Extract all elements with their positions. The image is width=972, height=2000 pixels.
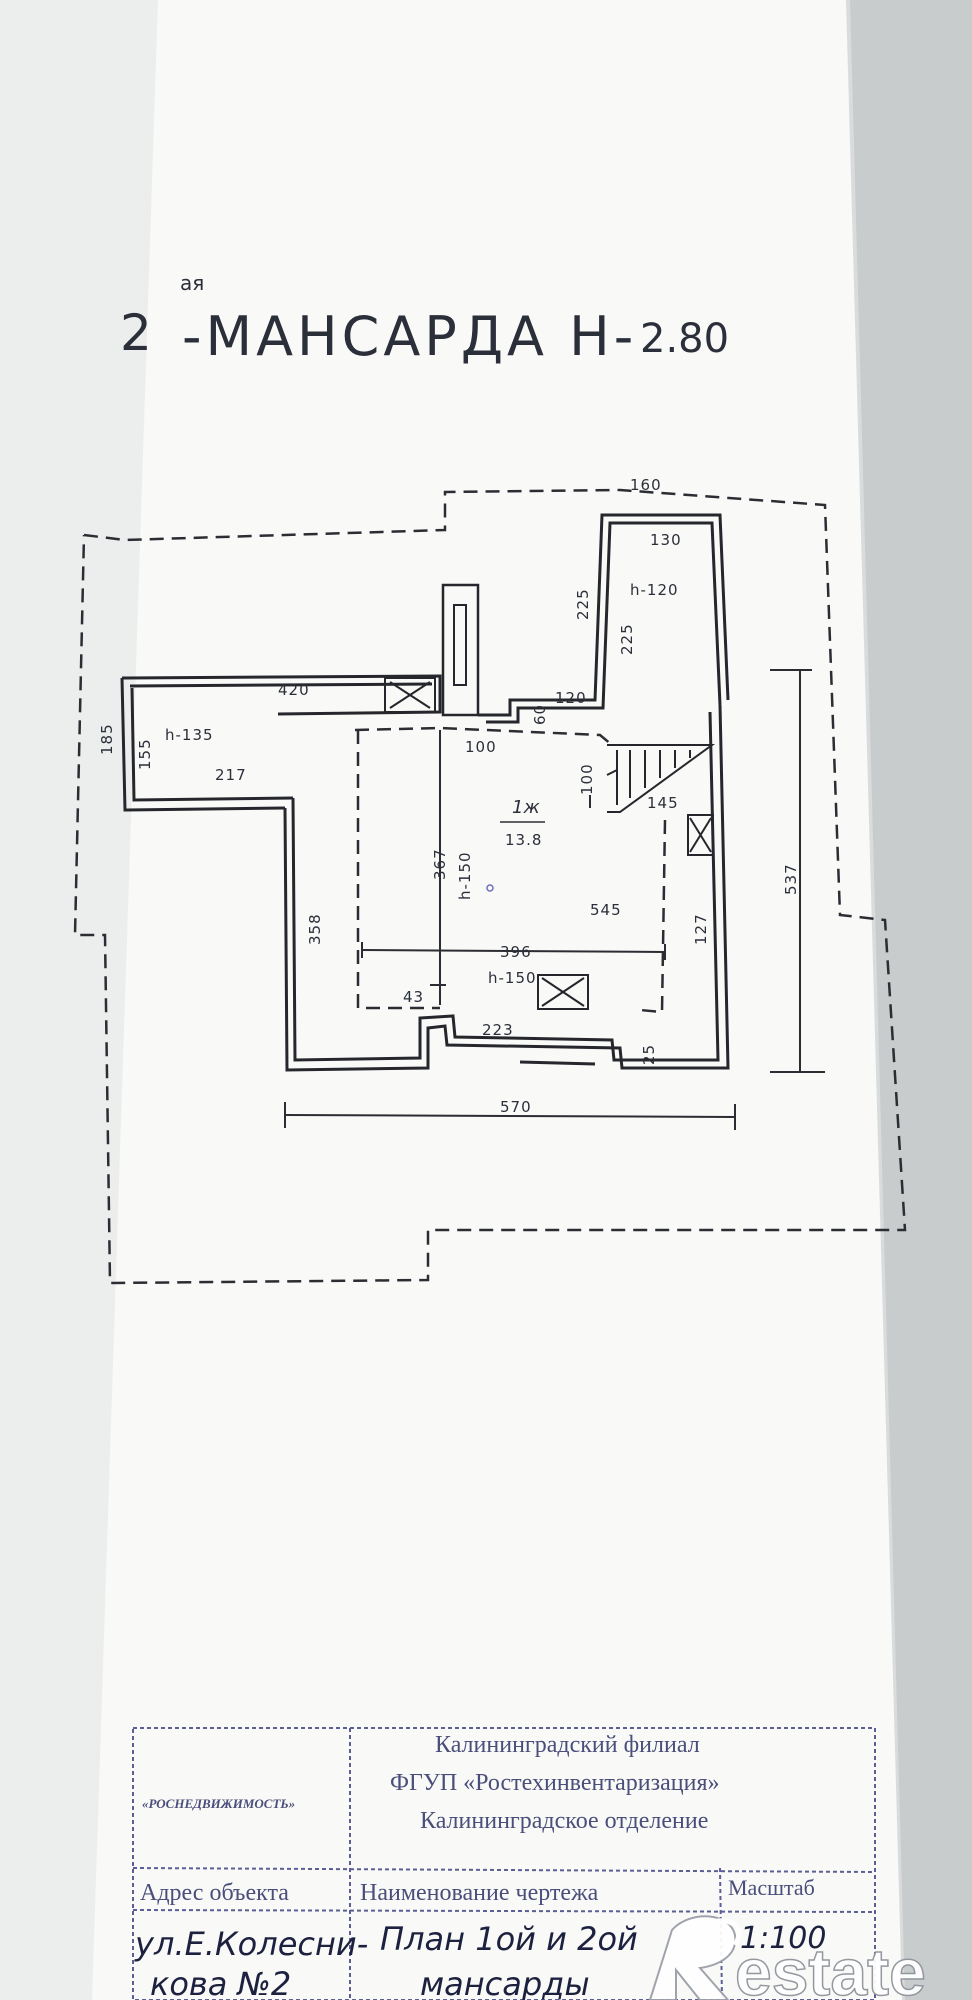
dim-stair-width: 145: [647, 794, 679, 812]
label-left-room-height: h-135: [165, 726, 214, 744]
stamp-outer-border: [132, 1727, 876, 2000]
dim-left-room-bottom: 217: [215, 766, 247, 784]
stamp-org-line3: Калининградское отделение: [420, 1808, 708, 1834]
dim-narrow-b: 120: [555, 689, 587, 707]
inner-dashed-outline: [354, 726, 667, 1014]
restate-watermark-text: estate: [735, 1935, 926, 2000]
dim-inner-width: 545: [590, 901, 622, 919]
vent-box-right: [687, 814, 714, 856]
left-room-walls: [120, 674, 442, 812]
staircase: [606, 744, 716, 813]
dim-bottom-span: 223: [482, 1021, 514, 1039]
dim-top-width: 160: [630, 476, 662, 494]
dim-total-width: 570: [500, 1098, 532, 1116]
dim-bottom-small: 43: [403, 988, 424, 1006]
title-superscript: ая: [180, 271, 204, 295]
main-room-walls: [283, 513, 730, 1072]
label-inner-left-height: h-150: [456, 851, 474, 900]
dim-right-total: 537: [782, 863, 800, 895]
stamp-name-line2: мансарды: [420, 1965, 590, 2000]
dim-narrow-a: 60: [531, 704, 549, 725]
vent-box-bottom: [537, 974, 589, 1010]
dim-left-room-top: 420: [278, 681, 310, 699]
dim-upper-right: 225: [618, 623, 636, 655]
label-room-id: 1ж: [512, 797, 540, 818]
stamp-col-name: Наименование чертежа: [360, 1880, 599, 1906]
stamp-address-line2: кова №2: [150, 1965, 291, 2000]
dim-left-room-inner: 155: [136, 738, 154, 770]
dimension-lines: [284, 669, 825, 1130]
dim-upper-left: 225: [574, 588, 592, 620]
title-block-stamp: «РОСНЕДВИЖИМОСТЬ» Калининградский филиал…: [132, 1727, 876, 2000]
title-height: 2.80: [640, 316, 729, 362]
stamp-name-line1: План 1ой и 2ой: [380, 1920, 638, 1958]
stamp-org-line2: ФГУП «Ростехинвентаризация»: [390, 1770, 720, 1796]
stamp-col-address: Адрес объекта: [140, 1880, 289, 1906]
dim-passage: 100: [465, 738, 497, 756]
label-upper-room-height: h-120: [630, 581, 679, 599]
chimney: [441, 583, 480, 717]
dim-right-inner: 127: [692, 913, 710, 945]
dim-left-outer: 358: [306, 913, 324, 945]
page-title: 2 ая -МАНСАРДА Н- 2.80: [120, 271, 729, 368]
stamp-scale-value: 1:100: [740, 1921, 826, 1956]
dim-bottom-corner: 25: [640, 1044, 658, 1065]
stamp-org-line1: Калининградский филиал: [435, 1732, 700, 1758]
stamp-org-short: «РОСНЕДВИЖИМОСТЬ»: [142, 1796, 295, 1811]
dim-stair-depth: 100: [578, 763, 596, 795]
stamp-address-line1: ул.Е.Колесни-: [134, 1925, 368, 1963]
label-lower-height: h-150: [488, 969, 537, 987]
title-text: -МАНСАРДА Н-: [182, 305, 637, 368]
dim-inner-left: 367: [431, 848, 449, 880]
dim-upper-room-width: 130: [650, 531, 682, 549]
stamp-col-scale: Масштаб: [728, 1875, 815, 1900]
label-room-area: 13.8: [505, 831, 542, 849]
dim-left-side: 185: [98, 723, 116, 755]
title-prefix: 2: [120, 304, 152, 362]
vent-box-left: [384, 677, 436, 713]
restate-watermark: estate: [648, 1915, 927, 2000]
dimension-labels: 160 130 h-120 225 225 420 185 155 h-135 …: [98, 476, 800, 1116]
dim-cross-width: 396: [500, 943, 532, 961]
background-right-shadow: [850, 0, 972, 2000]
paper-sheet: [92, 0, 902, 2000]
outer-dashed-outline: [73, 488, 907, 1285]
